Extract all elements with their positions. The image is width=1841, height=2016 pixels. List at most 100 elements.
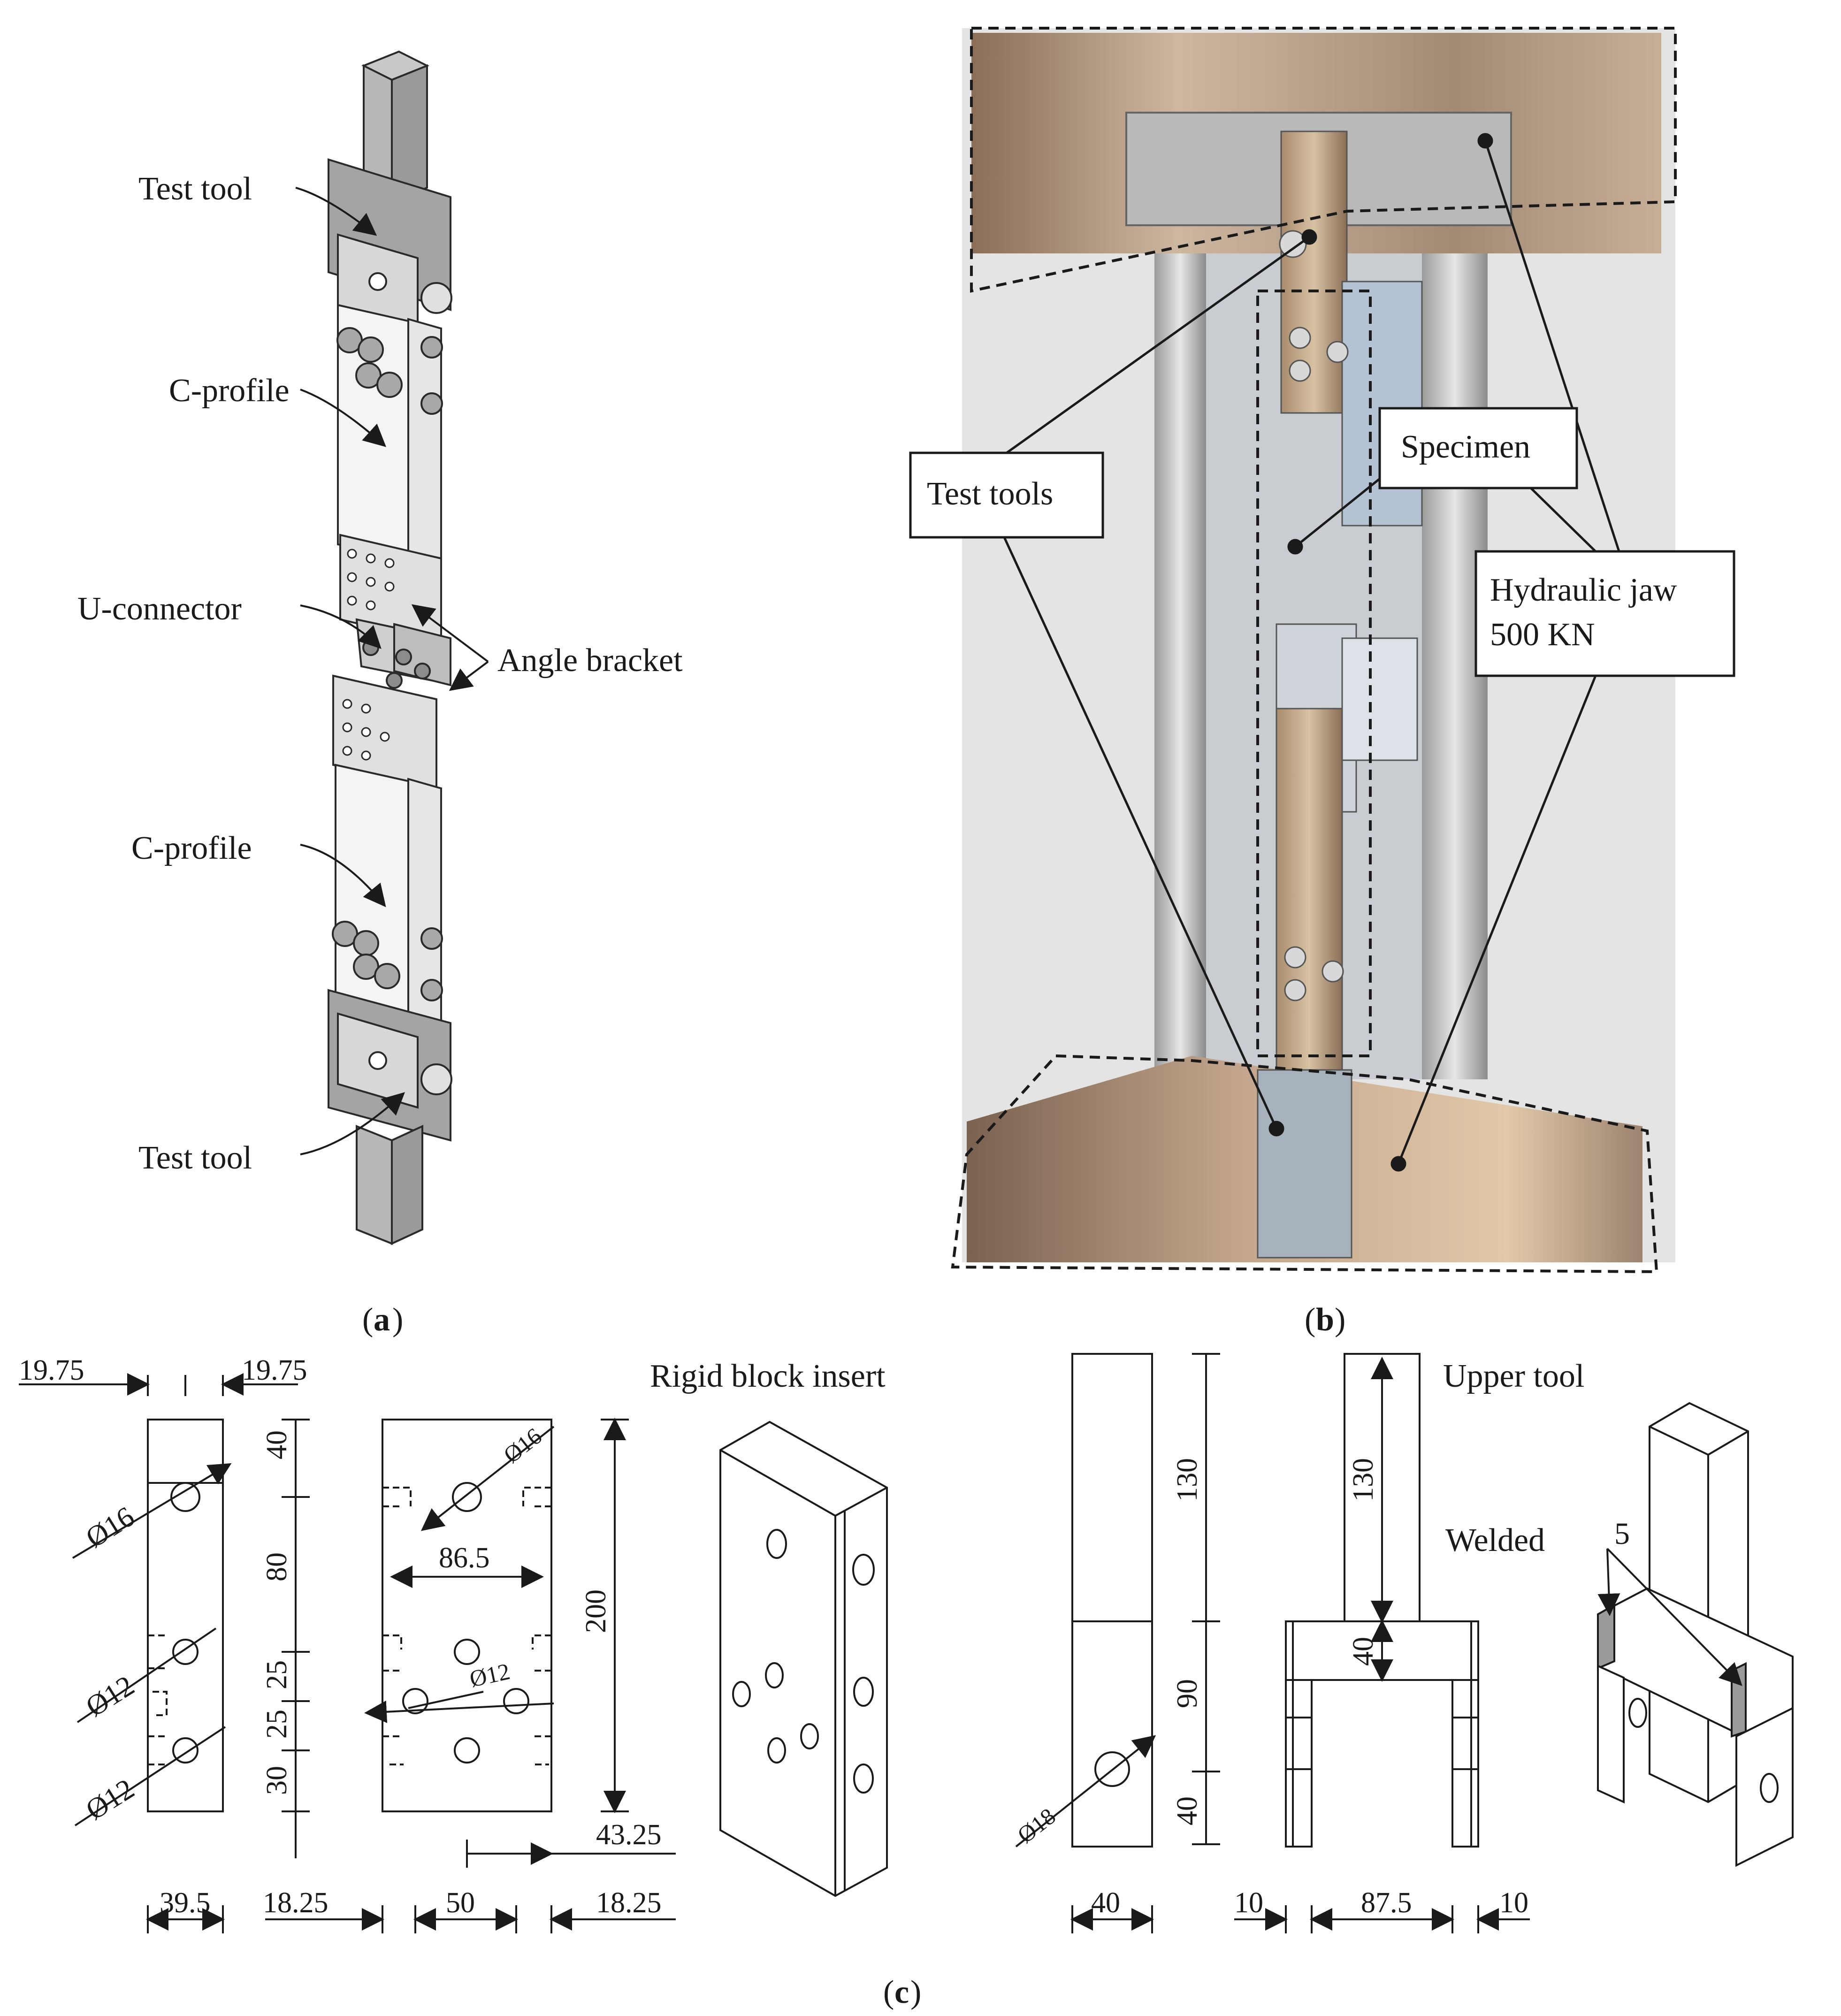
label-test-tool-bottom: Test tool xyxy=(138,1140,252,1176)
panel-b-label-boxes: Test tools Specimen Hydraulic jaw 500 KN xyxy=(909,407,1735,677)
dim-height-200: 200 xyxy=(580,1589,612,1633)
panel-a-labels: Test tool C-profile U-connector Angle br… xyxy=(77,171,683,1176)
dim-v25b: 25 xyxy=(261,1710,293,1739)
upper-tool-front-leg-right xyxy=(1451,1679,1479,1848)
front-hole-12-center xyxy=(454,1639,480,1665)
dim-18-25-a: 18.25 xyxy=(263,1887,328,1919)
svg-text:): ) xyxy=(1335,1302,1345,1338)
svg-text:(: ( xyxy=(1305,1302,1315,1338)
label-c-profile-bottom: C-profile xyxy=(131,830,252,866)
specimen-side-bracket xyxy=(1341,637,1418,761)
rigid-block-title: Rigid block insert xyxy=(650,1358,886,1394)
dim-v80: 80 xyxy=(261,1552,293,1581)
side-hole-12a xyxy=(172,1639,199,1665)
caption-b: ( b ) xyxy=(1305,1302,1345,1338)
weld-left xyxy=(1597,1603,1615,1670)
upper-tool-side-view xyxy=(1071,1353,1153,1848)
rigid-block-side-view xyxy=(147,1419,224,1812)
bottom-tool xyxy=(1257,1069,1352,1259)
dot-test-tools-top xyxy=(1301,229,1317,245)
top-bar-top xyxy=(361,50,429,81)
dim-hole12b: Ø12 xyxy=(80,1773,140,1826)
upper-tool-iso-leg-right xyxy=(1735,1706,1794,1867)
svg-text:): ) xyxy=(910,1974,921,2010)
rigid-block-iso xyxy=(719,1420,888,1897)
label-test-tools: Test tools xyxy=(927,476,1053,512)
label-hydraulic-jaw-line2: 500 KN xyxy=(1490,617,1595,653)
upper-tool-title: Upper tool xyxy=(1443,1358,1584,1394)
welded-label: Welded xyxy=(1445,1522,1545,1558)
side-hole-16 xyxy=(170,1482,200,1512)
panel-b-dashed-regions xyxy=(951,27,1677,1274)
dim-hole18: Ø18 xyxy=(1012,1803,1060,1848)
dim-19-75-left: 19.75 xyxy=(19,1354,84,1386)
top-tool-bolt xyxy=(420,282,452,314)
label-c-profile-top: C-profile xyxy=(169,373,290,409)
dashed-specimen xyxy=(1256,290,1372,1057)
box-hydraulic-jaw xyxy=(1474,550,1735,677)
side-hole-12b xyxy=(172,1737,199,1764)
dim-50: 50 xyxy=(446,1887,475,1919)
bottom-tool-hole xyxy=(368,1051,387,1070)
upper-insert-holes xyxy=(347,549,395,611)
dim-v40: 40 xyxy=(261,1430,293,1459)
panel-c-drawings xyxy=(19,1353,1794,1933)
dim-v90: 90 xyxy=(1171,1679,1203,1708)
dim-v40-inner: 40 xyxy=(1347,1637,1379,1666)
svg-text:): ) xyxy=(392,1302,403,1338)
caption-c: ( c ) xyxy=(883,1974,921,2010)
lower-bolts xyxy=(332,921,443,1001)
svg-text:(: ( xyxy=(362,1302,373,1338)
dim-w40: 40 xyxy=(1091,1887,1120,1919)
dim-w10b: 10 xyxy=(1499,1887,1528,1919)
svg-text:(: ( xyxy=(883,1974,894,2010)
dot-specimen xyxy=(1287,539,1303,555)
dot-test-tools-bottom xyxy=(1268,1121,1284,1137)
bottom-bar-front xyxy=(391,1124,423,1245)
vertical-dim-ticks xyxy=(282,1419,310,1812)
front-hole-12-right xyxy=(503,1688,529,1714)
dim-18-25-b: 18.25 xyxy=(596,1887,662,1919)
bottom-bar-side xyxy=(356,1125,393,1245)
front-hole-12-bottom xyxy=(454,1737,480,1764)
left-column xyxy=(1154,188,1206,1079)
caption-b-letter: b xyxy=(1316,1302,1334,1338)
bottom-tool-bolt xyxy=(420,1063,452,1095)
specimen-lower-c xyxy=(1276,708,1343,1094)
dim-v30: 30 xyxy=(261,1766,293,1795)
box-test-tools xyxy=(909,451,1104,539)
dim-v130-left: 130 xyxy=(1171,1458,1203,1502)
dim-hole12-front: Ø12 xyxy=(467,1658,512,1692)
panel-a-drawing xyxy=(328,50,452,1245)
dim-19-75-right: 19.75 xyxy=(242,1354,307,1386)
weld-size-label: 5 xyxy=(1614,1517,1630,1551)
upper-tool-iso-leg-left xyxy=(1597,1664,1625,1804)
dashed-bottom-jaw xyxy=(951,1054,1658,1274)
upper-tool-front-leg-left xyxy=(1285,1679,1313,1848)
label-test-tool-top: Test tool xyxy=(138,171,252,207)
rigid-block-iso-holes xyxy=(732,1529,875,1794)
dim-hole16-side: Ø16 xyxy=(80,1501,140,1554)
label-u-connector: U-connector xyxy=(77,591,242,627)
dim-hole16-front: Ø16 xyxy=(498,1423,546,1468)
caption-c-letter: c xyxy=(894,1974,909,2010)
panel-a-leaders xyxy=(295,187,489,1155)
rigid-block-front-view xyxy=(382,1419,552,1812)
upper-tool-hole-18 xyxy=(1094,1751,1130,1787)
front-hole-16 xyxy=(452,1482,482,1512)
lower-insert-holes xyxy=(342,699,390,761)
dim-v130-inner: 130 xyxy=(1347,1458,1379,1502)
dim-v40-left: 40 xyxy=(1171,1796,1203,1825)
dot-jaw-top xyxy=(1477,133,1493,149)
weld-right xyxy=(1731,1662,1747,1738)
label-angle-bracket: Angle bracket xyxy=(497,642,683,679)
dim-43-25: 43.25 xyxy=(596,1819,662,1851)
dim-v25a: 25 xyxy=(261,1660,293,1689)
label-hydraulic-jaw-line1: Hydraulic jaw xyxy=(1490,572,1677,608)
dim-w10a: 10 xyxy=(1234,1887,1263,1919)
dim-86-5: 86.5 xyxy=(439,1542,490,1574)
dim-39-5: 39.5 xyxy=(160,1887,211,1919)
upper-bolts xyxy=(336,327,443,415)
